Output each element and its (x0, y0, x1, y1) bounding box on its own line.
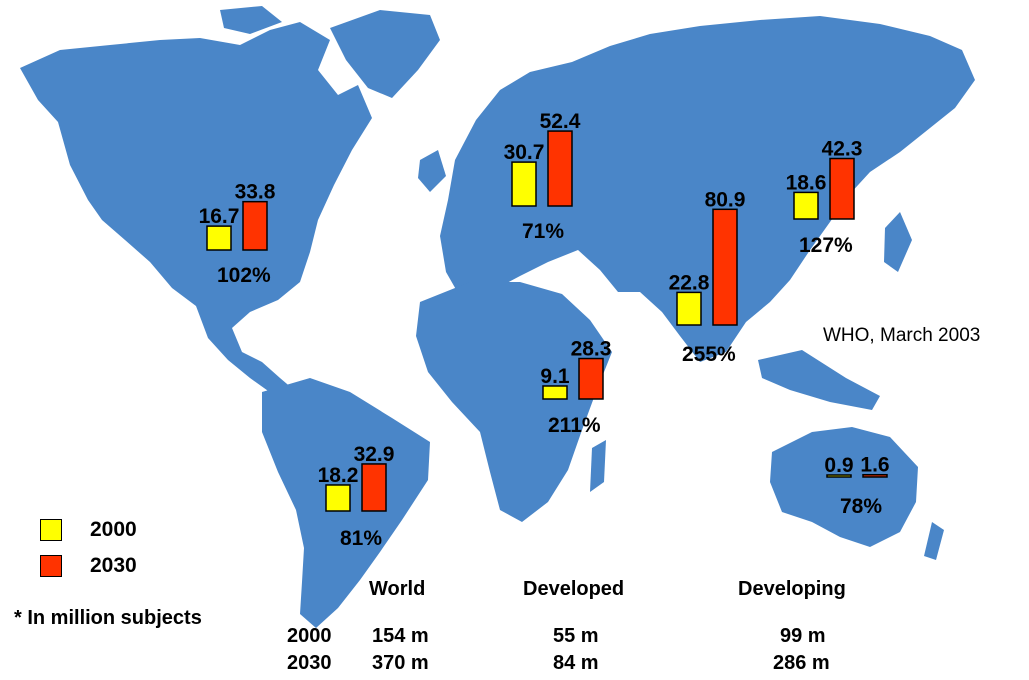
legend-label-2000: 2000 (90, 518, 137, 541)
bar-2030 (712, 208, 738, 326)
source-note: WHO, March 2003 (823, 325, 980, 346)
data-label-2000: 0.9 (824, 454, 853, 477)
legend: 2000 2030 (40, 512, 137, 584)
island-new-zealand (924, 522, 944, 560)
summary-cell: 99 m (780, 625, 826, 647)
growth-label: 255% (682, 343, 736, 366)
data-label-2030: 1.6 (860, 454, 889, 477)
data-label-2030: 80.9 (705, 188, 746, 211)
data-label-2000: 18.2 (318, 464, 359, 487)
bar-2000 (793, 191, 819, 220)
continent-australia (770, 427, 918, 547)
summary-cell: 84 m (553, 652, 599, 674)
continent-north-america (20, 22, 372, 398)
island-madagascar (590, 440, 606, 492)
summary-header-developing: Developing (738, 578, 846, 600)
summary-row-year: 2030 (287, 652, 332, 674)
bar-2000 (206, 225, 232, 251)
legend-swatch-2000 (40, 519, 62, 541)
bar-2030 (547, 130, 573, 207)
continent-africa (416, 282, 612, 522)
growth-label: 127% (799, 234, 853, 257)
data-label-2030: 52.4 (540, 110, 581, 133)
bar-2030 (578, 357, 604, 400)
summary-row-year: 2000 (287, 625, 332, 647)
region-bars: 16.733.8 102% 30.7 52.4 71% 18.6 42.3 127% 22.8 8… (199, 110, 890, 550)
island-arctic (220, 6, 282, 34)
continent-eurasia (440, 16, 975, 362)
bar-2030 (829, 157, 855, 220)
summary-cell: 55 m (553, 625, 599, 647)
growth-label: 71% (522, 220, 564, 243)
growth-label: 81% (340, 527, 382, 550)
growth-label: 78% (840, 495, 882, 518)
legend-label-2030: 2030 (90, 554, 137, 577)
footnote: * In million subjects (14, 607, 202, 629)
data-label-2000: 18.6 (786, 171, 827, 194)
bar-2000 (511, 161, 537, 207)
island-greenland (330, 10, 440, 98)
bar-2000 (325, 484, 351, 512)
summary-header-world: World (369, 578, 426, 600)
world-map-land (20, 6, 975, 628)
summary-cell: 286 m (773, 652, 830, 674)
growth-label: 102% (217, 264, 271, 287)
legend-item-2030: 2030 (40, 548, 137, 584)
summary-cell: 370 m (372, 652, 429, 674)
data-label-2030: 28.3 (571, 338, 612, 361)
growth-label: 211% (548, 414, 601, 437)
bar-2030 (242, 200, 268, 251)
island-british-isles (418, 150, 446, 192)
island-japan (884, 212, 912, 272)
data-label-2030: 32.9 (354, 443, 395, 466)
data-label-2000: 16.7 (199, 205, 240, 228)
islands-southeast-asia (758, 350, 880, 410)
legend-item-2000: 2000 (40, 512, 137, 548)
data-label-2000: 22.8 (669, 271, 710, 294)
bar-2030 (862, 473, 888, 478)
data-label-2030: 33.8 (235, 181, 276, 204)
data-label-2030: 42.3 (822, 138, 863, 161)
bar-2000 (826, 474, 852, 478)
bar-2000 (676, 291, 702, 326)
summary-header-developed: Developed (523, 578, 625, 600)
legend-swatch-2030 (40, 555, 62, 577)
bar-2030 (361, 463, 387, 512)
data-label-2000: 9.1 (540, 365, 570, 388)
data-label-2000: 30.7 (504, 141, 545, 164)
summary-cell: 154 m (372, 625, 429, 647)
bar-2000 (542, 385, 568, 400)
